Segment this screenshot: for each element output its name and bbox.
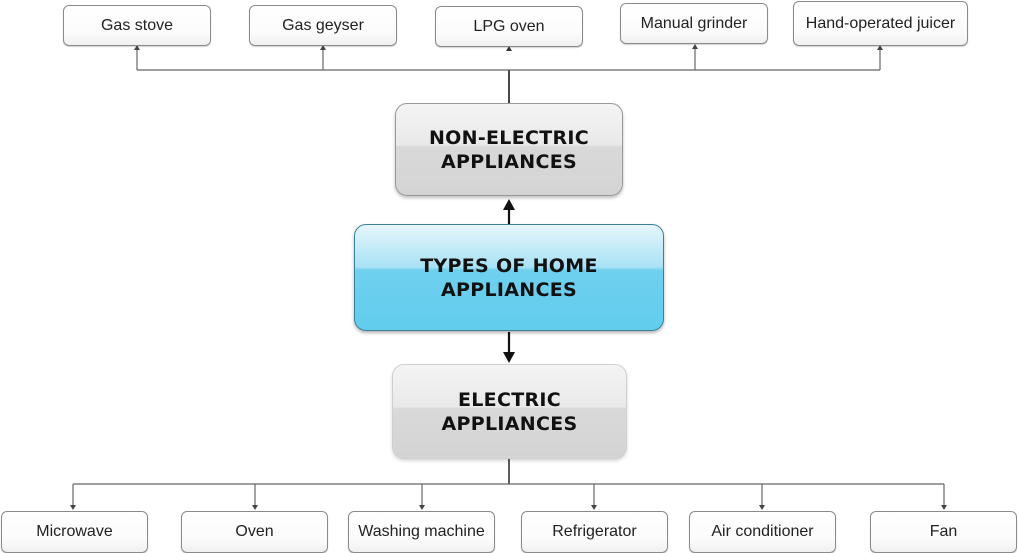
arrowhead	[134, 45, 140, 50]
node-oven: Oven	[181, 511, 328, 553]
root-title-line2: APPLIANCES	[441, 278, 577, 301]
node-gas-stove: Gas stove	[63, 5, 211, 46]
electric-title-line2: APPLIANCES	[441, 412, 578, 435]
arrowhead	[320, 45, 326, 50]
arrowhead	[692, 44, 698, 49]
node-manual-grinder: Manual grinder	[620, 3, 768, 44]
node-gas-geyser: Gas geyser	[249, 5, 397, 46]
arrowhead	[503, 352, 515, 363]
arrowhead	[759, 505, 765, 510]
arrowhead	[941, 505, 947, 510]
arrowhead	[419, 505, 425, 510]
non-electric-title-line1: NON-ELECTRIC	[428, 126, 590, 149]
arrowhead	[503, 199, 515, 210]
arrowhead	[506, 46, 512, 51]
node-air-conditioner: Air conditioner	[689, 511, 836, 553]
node-types-of-home-appliances: TYPES OF HOME APPLIANCES	[354, 224, 664, 331]
electric-title-line1: ELECTRIC	[457, 388, 561, 411]
node-hand-operated-juicer: Hand-operated juicer	[793, 1, 968, 46]
node-non-electric-appliances: NON-ELECTRIC APPLIANCES	[395, 103, 623, 196]
node-washing-machine: Washing machine	[348, 511, 495, 553]
arrowhead	[591, 505, 597, 510]
non-electric-title-line2: APPLIANCES	[441, 150, 577, 173]
node-lpg-oven: LPG oven	[435, 6, 583, 47]
node-microwave: Microwave	[1, 511, 148, 553]
node-refrigerator: Refrigerator	[521, 511, 668, 553]
arrowhead	[252, 505, 258, 510]
arrowhead	[70, 505, 76, 510]
node-fan: Fan	[870, 511, 1017, 553]
node-electric-appliances: ELECTRIC APPLIANCES	[392, 364, 627, 459]
arrowhead	[877, 45, 883, 50]
root-title-line1: TYPES OF HOME	[420, 254, 598, 277]
